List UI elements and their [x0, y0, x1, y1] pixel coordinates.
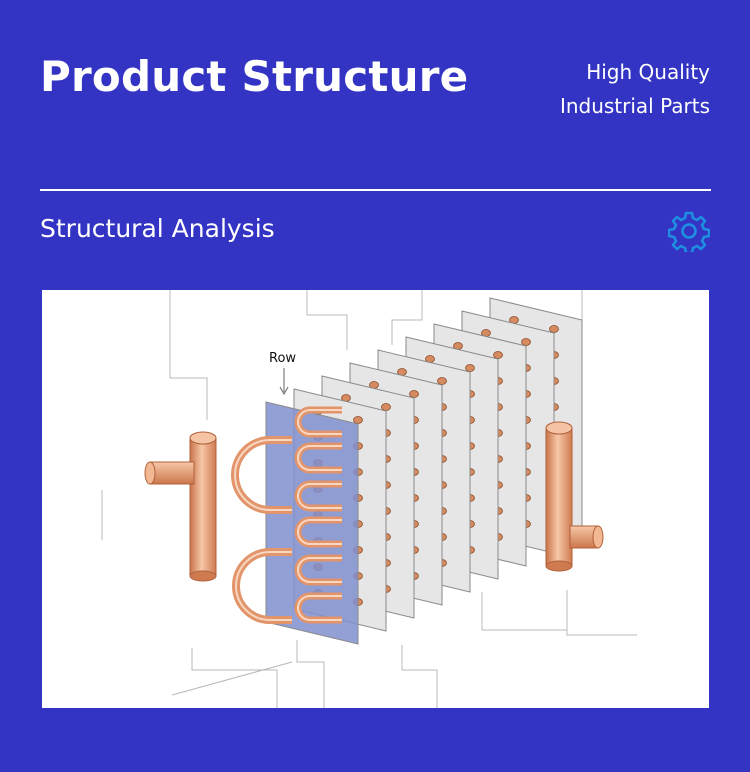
- u-bend: [294, 406, 342, 438]
- gear-icon: [668, 211, 710, 252]
- left-header: [144, 431, 217, 582]
- u-bend: [294, 480, 342, 512]
- page-title: Product Structure: [40, 52, 469, 101]
- u-bend: [294, 516, 342, 548]
- section-subtitle: Structural Analysis: [40, 214, 275, 243]
- right-header: [545, 421, 604, 572]
- headers: [144, 421, 604, 582]
- heat-exchanger-illustration: Row: [101, 290, 637, 708]
- row-label: Row: [269, 351, 296, 366]
- tagline: High Quality Industrial Parts: [560, 55, 710, 123]
- u-bend: [294, 442, 342, 474]
- tagline-line-2: Industrial Parts: [559, 94, 710, 118]
- tagline-line-1: High Quality: [586, 60, 710, 84]
- row-arrow: [279, 368, 289, 396]
- long-u-bend: [232, 548, 292, 624]
- u-bend: [294, 592, 342, 624]
- heat-exchanger-diagram: Row: [42, 290, 709, 708]
- u-bends: [231, 406, 342, 624]
- long-u-bend: [231, 436, 292, 514]
- u-bend: [294, 554, 342, 586]
- section-divider: [40, 189, 711, 191]
